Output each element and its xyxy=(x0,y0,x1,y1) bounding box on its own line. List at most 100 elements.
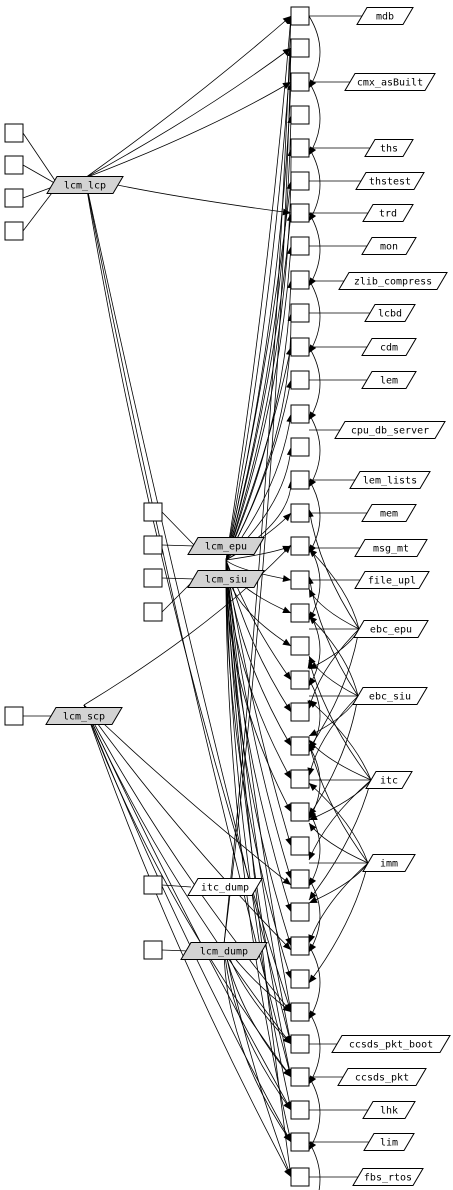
graph-node-box xyxy=(290,105,310,125)
graph-label-text: mem xyxy=(380,509,398,520)
graph-node-box xyxy=(290,1167,310,1187)
graph-node-box xyxy=(290,303,310,323)
graph-label-text: zlib_compress xyxy=(354,277,432,288)
graph-label-mem: mem xyxy=(361,504,417,522)
graph-node-box xyxy=(290,370,310,390)
graph-node-box xyxy=(143,568,163,588)
graph-label-lem-lists: lem_lists xyxy=(349,471,431,489)
graph-node-box xyxy=(290,936,310,956)
graph-label-ccsds-pkt: ccsds_pkt xyxy=(337,1068,427,1086)
graph-label-text: ebc_epu xyxy=(370,625,412,636)
graph-label-text: mon xyxy=(380,242,398,253)
graph-label-ths: ths xyxy=(364,139,414,157)
graph-label-text: trd xyxy=(379,209,397,220)
graph-node-box xyxy=(290,437,310,457)
graph-label-ebc-epu: ebc_epu xyxy=(353,620,429,638)
graph-boxes xyxy=(4,6,310,1187)
graph-node-box xyxy=(143,875,163,895)
graph-label-text: cpu_db_server xyxy=(351,426,429,437)
graph-node-box xyxy=(4,155,24,175)
graph-label-text: lem_lists xyxy=(363,476,417,487)
graph-label-text: lim xyxy=(380,1138,398,1149)
graph-node-box xyxy=(290,1002,310,1022)
graph-label-lim: lim xyxy=(363,1133,415,1151)
graph-node-box xyxy=(143,535,163,555)
graph-node-box xyxy=(290,736,310,756)
graph-node-box xyxy=(290,902,310,922)
graph-label-imm: imm xyxy=(362,854,416,872)
graph-label-text: fbs_rtos xyxy=(364,1173,412,1184)
graph-label-text: imm xyxy=(380,859,398,870)
graph-node-box xyxy=(290,38,310,58)
graph-node-box xyxy=(290,1132,310,1152)
graph-label-lcbd: lcbd xyxy=(364,304,416,322)
graph-node-box xyxy=(4,123,24,143)
graph-label-lcm-dump: lcm_dump xyxy=(180,942,268,960)
graph-label-text: itc_dump xyxy=(201,883,249,894)
graph-label-text: cmx_asBuilt xyxy=(357,78,423,89)
graph-node-box xyxy=(4,706,24,726)
graph-label-lcm-epu: lcm_epu xyxy=(187,537,265,555)
graph-node-box xyxy=(143,502,163,522)
graph-label-text: lcm_lcp xyxy=(64,181,106,192)
graph-label-lcm-lcp: lcm_lcp xyxy=(46,176,124,194)
graph-node-box xyxy=(290,203,310,223)
graph-node-box xyxy=(290,337,310,357)
graph-node-box xyxy=(290,802,310,822)
graph-node-box xyxy=(290,836,310,856)
graph-node-box xyxy=(290,702,310,722)
graph-label-lhk: lhk xyxy=(362,1101,416,1119)
graph-label-ebc-siu: ebc_siu xyxy=(352,687,428,705)
graph-label-text: lcm_scp xyxy=(63,712,105,723)
graph-label-itc: itc xyxy=(365,771,413,789)
graph-node-box xyxy=(290,138,310,158)
graph-node-box xyxy=(290,769,310,789)
graph-label-lcm-scp: lcm_scp xyxy=(45,707,123,725)
graph-label-text: ccsds_pkt_boot xyxy=(349,1040,433,1051)
graph-label-lem: lem xyxy=(361,371,417,389)
graph-label-thstest: thstest xyxy=(355,172,425,190)
graph-label-cdm: cdm xyxy=(361,338,417,356)
graph-node-box xyxy=(143,940,163,960)
graph-label-zlib-compress: zlib_compress xyxy=(338,272,448,290)
graph-label-text: thstest xyxy=(369,177,411,188)
graph-node-box xyxy=(290,503,310,523)
graph-label-text: lcm_siu xyxy=(205,575,247,586)
graph-edges xyxy=(22,15,372,1190)
graph-label-cmx-asBuilt: cmx_asBuilt xyxy=(344,73,436,91)
graph-label-file-upl: file_upl xyxy=(354,571,430,589)
graph-node-box xyxy=(290,636,310,656)
graph-node-box xyxy=(143,602,163,622)
graph-node-box xyxy=(290,6,310,26)
graph-label-text: itc xyxy=(380,776,398,787)
graph-label-mdb: mdb xyxy=(356,7,414,25)
graph-label-text: cdm xyxy=(380,343,398,354)
graph-label-trd: trd xyxy=(362,204,414,222)
graph-label-text: msg_mt xyxy=(373,544,409,555)
graph-label-text: ebc_siu xyxy=(369,692,411,703)
graph-node-box xyxy=(290,1034,310,1054)
graph-label-text: file_upl xyxy=(368,576,416,587)
graph-node-box xyxy=(290,72,310,92)
graph-label-mon: mon xyxy=(361,237,417,255)
graph-label-text: lhk xyxy=(380,1106,398,1117)
graph-label-text: lcm_epu xyxy=(205,542,247,553)
graph-label-text: ths xyxy=(380,144,398,155)
graph-node-box xyxy=(290,404,310,424)
graph-label-text: lcm_dump xyxy=(200,947,248,958)
graph-node-box xyxy=(290,570,310,590)
graph-label-cpu-db-server: cpu_db_server xyxy=(334,421,446,439)
graph-node-box xyxy=(290,1067,310,1087)
graph-node-box xyxy=(290,869,310,889)
graph-label-msg-mt: msg_mt xyxy=(354,539,428,557)
graph-node-box xyxy=(290,603,310,623)
graph-node-box xyxy=(4,221,24,241)
graph-label-fbs-rtos: fbs_rtos xyxy=(352,1168,424,1186)
graph-label-ccsds-pkt-boot: ccsds_pkt_boot xyxy=(331,1035,451,1053)
graph-node-box xyxy=(290,270,310,290)
graph-node-box xyxy=(290,536,310,556)
graph-node-box xyxy=(290,470,310,490)
graph-node-box xyxy=(290,171,310,191)
